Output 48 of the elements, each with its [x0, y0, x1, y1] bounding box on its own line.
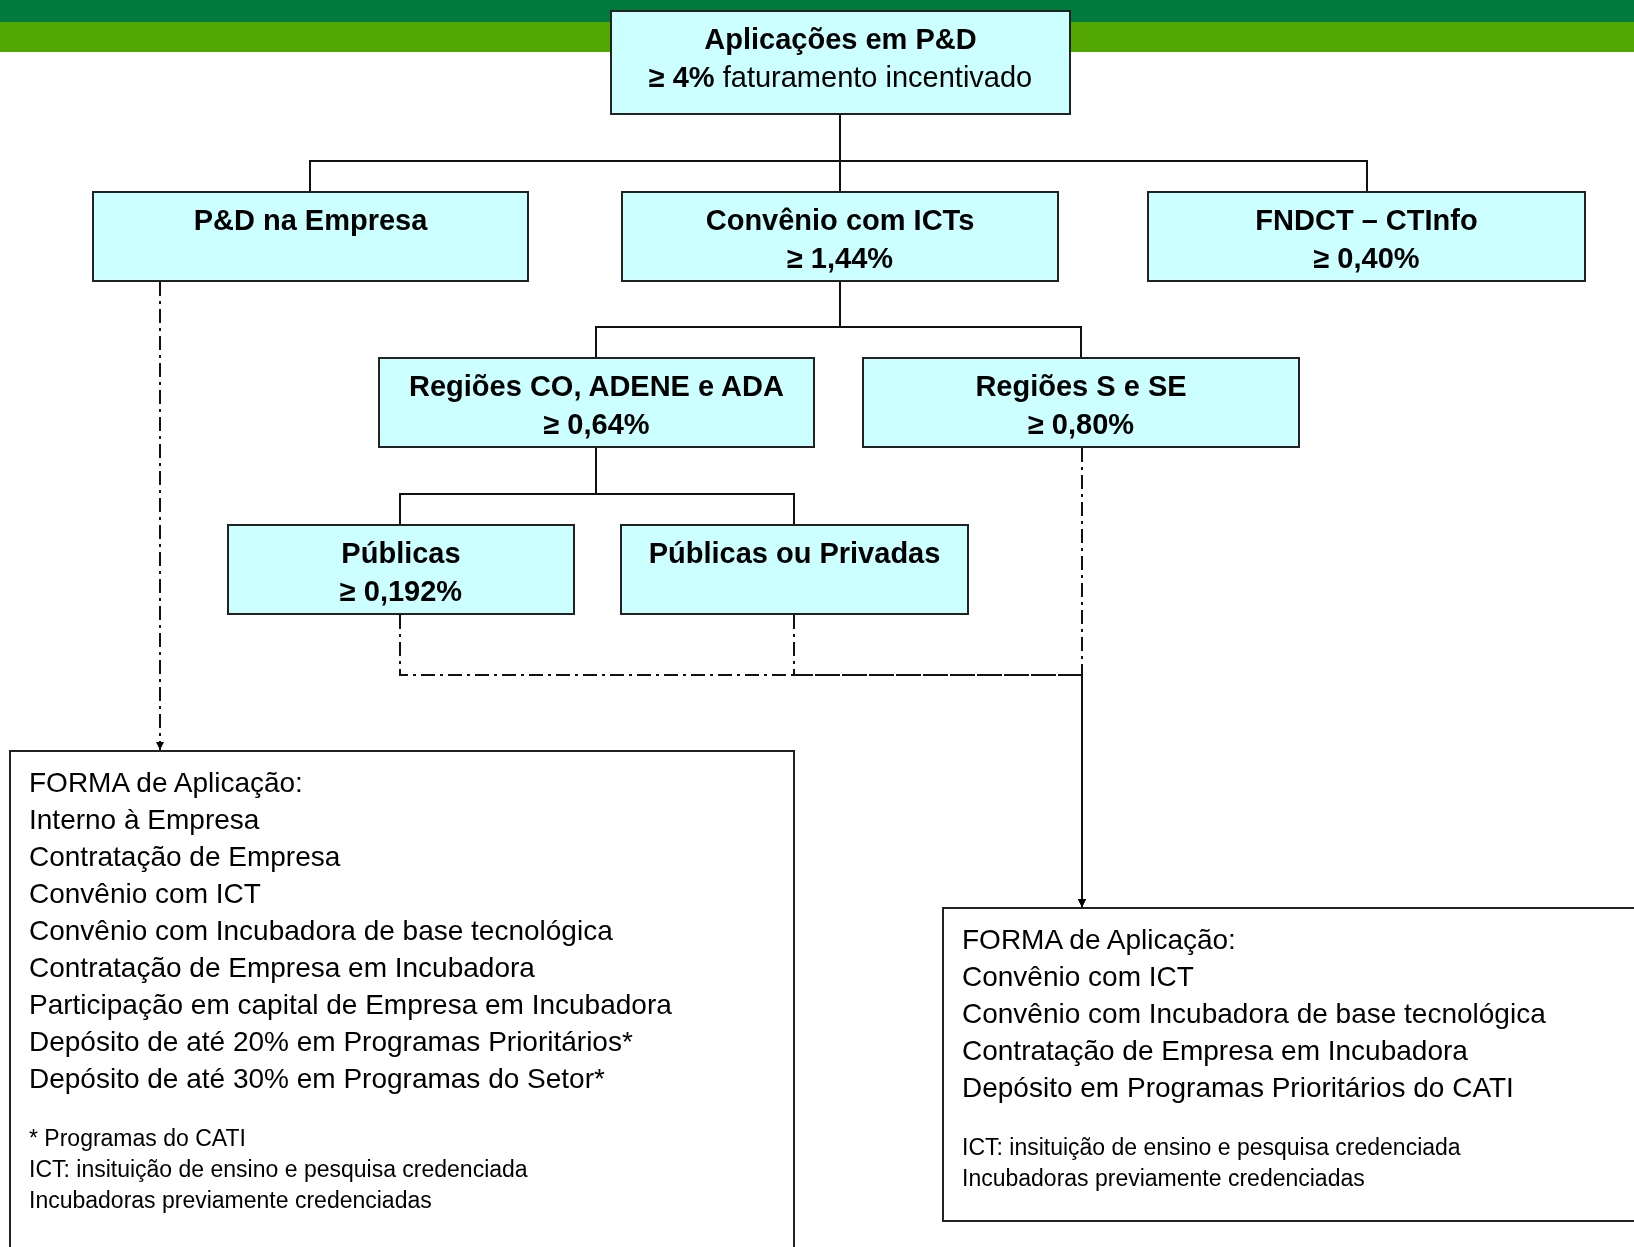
list-item: Convênio com ICT [962, 960, 1194, 994]
process-box [610, 10, 1071, 115]
list-item: Depósito de até 30% em Programas do Setor* [29, 1062, 605, 1096]
box-title: Públicas ou Privadas [648, 536, 941, 571]
box-value: ≥ 4% faturamento incentivado [648, 60, 1033, 95]
box-value: ≥ 0,80% [1027, 407, 1135, 442]
box-value: ≥ 0,64% [543, 407, 650, 442]
list-item: Convênio com Incubadora de base tecnológica [29, 914, 613, 948]
footnote: ICT: insituição de ensino e pesquisa credenciada [29, 1155, 528, 1184]
process-box [227, 524, 575, 615]
list-item: Convênio com Incubadora de base tecnológica [962, 997, 1546, 1031]
list-heading: FORMA de Aplicação: [29, 766, 303, 800]
connector-line [595, 447, 795, 525]
box-title: Públicas [341, 536, 461, 571]
process-box [862, 357, 1300, 448]
connector-line [839, 281, 1082, 358]
box-title: Regiões S e SE [975, 369, 1187, 404]
footnote: Incubadoras previamente credenciadas [29, 1186, 432, 1215]
process-box [92, 191, 529, 282]
list-heading: FORMA de Aplicação: [962, 923, 1236, 957]
process-box [621, 191, 1059, 282]
arrow [793, 614, 1086, 908]
list-item: Interno à Empresa [29, 803, 260, 837]
box-title: P&D na Empresa [193, 203, 428, 238]
box-value: ≥ 1,44% [786, 241, 894, 276]
list-item: Contratação de Empresa em Incubadora [962, 1034, 1468, 1068]
process-box [1147, 191, 1586, 282]
box-value: ≥ 0,40% [1313, 241, 1420, 276]
process-box [620, 524, 969, 615]
text-box [9, 750, 795, 1247]
list-item: Participação em capital de Empresa em Incubadora [29, 988, 672, 1022]
arrow [1078, 447, 1086, 908]
list-item: Depósito de até 20% em Programas Prioritários* [29, 1025, 633, 1059]
process-box [378, 357, 815, 448]
box-title: Aplicações em P&D [704, 22, 977, 57]
box-title: Regiões CO, ADENE e ADA [409, 369, 784, 404]
list-item: Contratação de Empresa [29, 840, 341, 874]
box-title: Convênio com ICTs [705, 203, 975, 238]
footnote: ICT: insituição de ensino e pesquisa credenciada [962, 1133, 1461, 1162]
text-box [942, 907, 1634, 1222]
list-item: Contratação de Empresa em Incubadora [29, 951, 535, 985]
list-item: Depósito em Programas Prioritários do CATI [962, 1071, 1514, 1105]
arrow [156, 281, 164, 751]
box-value: ≥ 0,192% [339, 574, 463, 609]
footnote: Incubadoras previamente credenciadas [962, 1164, 1365, 1193]
list-item: Convênio com ICT [29, 877, 261, 911]
footnote: * Programas do CATI [29, 1124, 246, 1153]
box-title: FNDCT – CTInfo [1255, 203, 1478, 238]
